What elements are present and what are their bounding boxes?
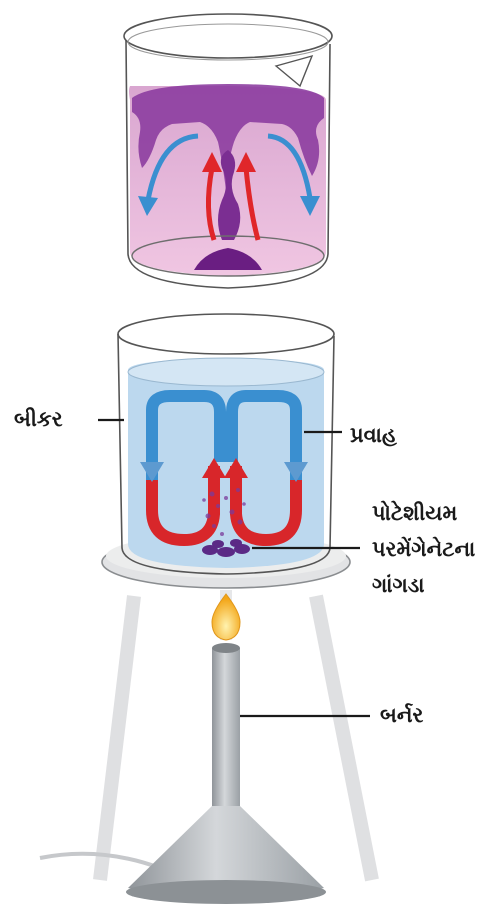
tripod-leg-right <box>316 596 372 880</box>
burner-flame <box>212 594 240 640</box>
burner-tube <box>212 648 240 808</box>
current-label: પ્રવાહ <box>350 420 397 450</box>
crystals-label-line3: ગાંગડા <box>372 570 424 600</box>
burner <box>40 594 326 904</box>
crystals-label-line1: પોટેશીયમ <box>372 498 457 528</box>
top-beaker-spout <box>276 56 312 86</box>
top-beaker-rim <box>124 14 332 58</box>
top-beaker <box>124 14 332 288</box>
beaker-label: બીકર <box>14 404 63 434</box>
crystals-label-line2: પરમેંગેનેટના <box>372 534 475 564</box>
tripod-leg-left <box>100 596 134 880</box>
bottom-beaker-rim <box>118 314 334 354</box>
burner-label: બર્નર <box>380 700 423 730</box>
